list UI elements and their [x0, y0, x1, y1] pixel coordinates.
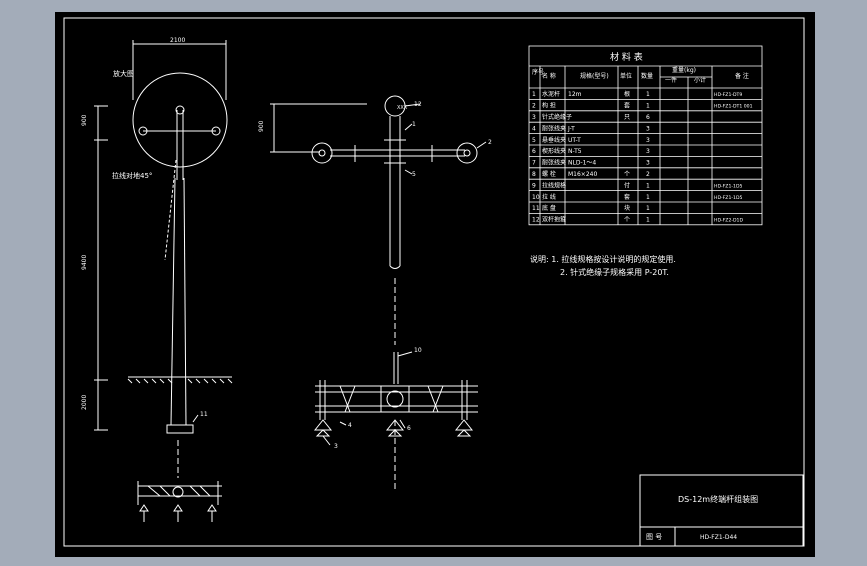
table-cell-name: 螺 栓	[542, 170, 556, 178]
table-cell-remark: HD-FZ1-1D5	[714, 183, 742, 189]
enlarge-label: 放大图	[113, 69, 134, 78]
drawing-no: HD-FZ1-D44	[700, 534, 737, 541]
table-cell-spec: M16×240	[568, 171, 597, 178]
dim-middle-height: 9400	[81, 255, 88, 270]
balloon-2: 2	[488, 139, 492, 146]
table-cell-seq: 11	[532, 205, 540, 212]
balloon-4: 4	[348, 422, 352, 429]
note-line-2: 2. 针式绝缘子规格采用 P-20T.	[560, 267, 669, 277]
table-cell-seq: 5	[532, 137, 536, 144]
dim-side-height: 900	[258, 120, 265, 132]
table-cell-remark: HD-FZ1-DT9	[714, 92, 742, 98]
balloon-6: 6	[407, 425, 411, 432]
front-view	[94, 40, 233, 522]
table-cell-spec: N-T5	[568, 148, 582, 155]
table-cell-seq: 10	[532, 194, 540, 201]
balloon-11: 11	[200, 411, 208, 418]
table-cell-remark: HD-FZ2-D1D	[714, 218, 743, 224]
table-cell-qty: 3	[646, 125, 650, 132]
table-cell-unit: 套	[624, 193, 630, 201]
header-weight: 重量(kg)	[672, 66, 696, 74]
outer-frame	[63, 17, 805, 547]
table-cell-unit: 个	[624, 171, 630, 178]
table-cell-qty: 1	[646, 217, 650, 224]
table-cell-seq: 7	[532, 160, 536, 167]
material-table: 材 料 表 序号 名 称 规格(型号) 单位 数量 重量(kg) 一件 小计 备…	[528, 45, 763, 226]
table-cell-unit: 只	[624, 114, 630, 121]
table-cell-name: 耐张线夹	[542, 124, 566, 132]
header-qty: 数量	[641, 72, 653, 80]
note-line-1: 说明: 1. 拉线规格按设计说明的规定使用.	[530, 254, 676, 264]
dim-top-width: 2100	[170, 37, 185, 44]
table-cell-seq: 4	[532, 125, 536, 132]
table-cell-spec: UT-T	[568, 137, 581, 144]
table-cell-seq: 1	[532, 91, 536, 98]
table-cell-name: 双杆抱箍	[542, 216, 566, 224]
table-cell-name: 构 担	[542, 102, 556, 110]
detail-circle	[132, 72, 228, 168]
balloon-10: 10	[414, 347, 422, 354]
header-seq: 序号	[532, 68, 544, 76]
table-cell-qty: 1	[646, 205, 650, 212]
header-w-total: 小计	[694, 76, 706, 84]
table-cell-unit: 块	[624, 204, 630, 212]
table-cell-seq: 12	[532, 217, 540, 224]
table-cell-qty: 2	[646, 171, 650, 178]
table-cell-spec: J-T	[567, 125, 575, 132]
table-cell-name: 耐张线夹	[542, 159, 566, 167]
table-cell-remark: HD-FZ1-1D5	[714, 195, 742, 201]
table-title: 材 料 表	[610, 51, 643, 63]
title-block-title: DS-12m终端杆组装图	[678, 494, 758, 504]
table-cell-name: 拉 线	[542, 193, 556, 201]
table-cell-seq: 6	[532, 148, 536, 155]
dim-bottom-height: 2000	[81, 395, 88, 410]
table-cell-name: 悬垂线夹	[542, 136, 566, 144]
table-cell-qty: 3	[646, 148, 650, 155]
table-cell-name: 楔形线夹	[542, 147, 566, 155]
balloon-12: 12	[414, 101, 422, 108]
balloon-3: 3	[334, 443, 338, 450]
table-cell-qty: 6	[646, 114, 650, 121]
table-cell-unit: 付	[624, 181, 630, 189]
guy-angle-label: 拉线对地45°	[112, 171, 152, 180]
table-cell-seq: 9	[532, 182, 536, 189]
table-cell-spec: 12m	[568, 91, 582, 98]
header-spec: 规格(型号)	[580, 72, 609, 80]
table-cell-name: 水泥杆	[542, 90, 560, 98]
table-cell-unit: 个	[624, 217, 630, 224]
table-cell-qty: 1	[646, 194, 650, 201]
table-cell-qty: 3	[646, 137, 650, 144]
table-cell-seq: 3	[532, 114, 536, 121]
header-remark: 备 注	[735, 72, 749, 80]
table-cell-unit: 套	[624, 102, 630, 110]
dim-top-height: 900	[81, 114, 88, 126]
header-unit: 单位	[620, 72, 632, 80]
side-view	[270, 95, 487, 490]
balloon-5: 5	[412, 171, 416, 178]
header-w-single: 一件	[665, 76, 677, 84]
table-cell-name: 针式绝缘子	[542, 113, 572, 121]
table-cell-name: 底 盘	[542, 204, 556, 212]
header-name: 名 称	[542, 72, 556, 80]
table-cell-seq: 8	[532, 171, 536, 178]
table-cell-seq: 2	[532, 103, 536, 110]
table-cell-spec: NLD-1～4	[568, 160, 596, 167]
table-cell-remark: HD-FZ1-DT1 001	[714, 104, 753, 110]
table-cell-qty: 1	[646, 91, 650, 98]
balloon-1: 1	[412, 121, 416, 128]
table-cell-qty: 3	[646, 160, 650, 167]
table-cell-unit: 根	[624, 90, 630, 98]
table-cell-qty: 1	[646, 182, 650, 189]
table-cell-qty: 1	[646, 103, 650, 110]
drawing-no-label: 图 号	[646, 533, 662, 541]
table-cell-name: 拉线规格	[542, 181, 566, 189]
balloon-ax: XXX	[397, 105, 408, 111]
title-block	[639, 474, 804, 547]
